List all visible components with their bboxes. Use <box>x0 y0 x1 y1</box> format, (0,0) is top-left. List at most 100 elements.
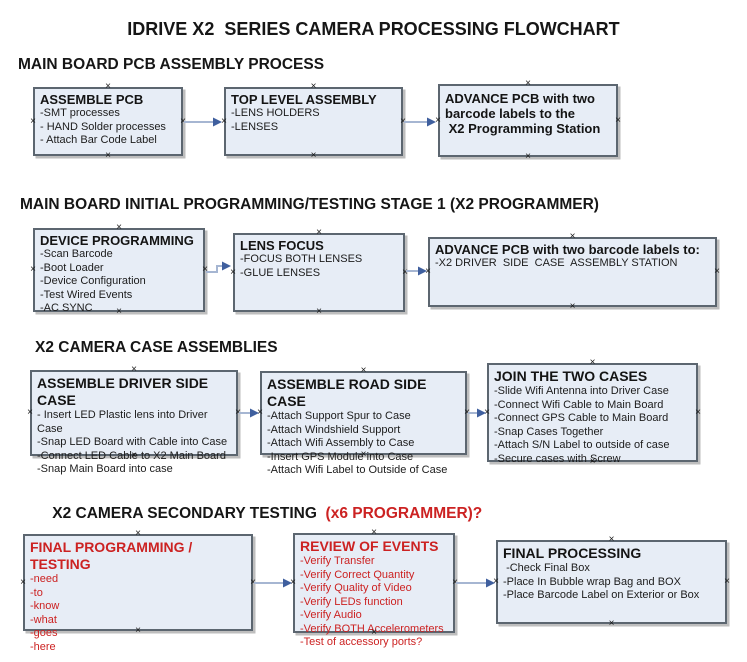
box-title: ASSEMBLE DRIVER SIDE CASE <box>37 375 213 408</box>
connection-marker-top: × <box>316 227 322 238</box>
box-item: -Verify Audio <box>300 609 362 621</box>
box-title: ASSEMBLE ROAD SIDE CASE <box>267 376 431 409</box>
connection-marker-top: × <box>360 365 367 376</box>
connection-marker-bottom: × <box>569 301 576 312</box>
box-item: -Device Configuration <box>40 275 146 287</box>
box-item: -SMT processes <box>40 107 120 119</box>
section-heading-secondary-testing: X2 CAMERA SECONDARY TESTING (x6 PROGRAMM… <box>35 487 482 541</box>
box-item: -X2 DRIVER SIDE CASE ASSEMBLY STATION <box>435 257 678 269</box>
connection-marker-right: × <box>180 115 186 127</box>
flow-box-assemble-pcb[interactable]: ASSEMBLE PCB -SMT processes- HAND Solder… <box>30 82 186 161</box>
box-items: -SMT processes- HAND Solder processes- A… <box>40 107 176 148</box>
section-heading-initial-programming: MAIN BOARD INITIAL PROGRAMMING/TESTING S… <box>20 196 599 213</box>
box-item: -Attach S/N Label to outside of case <box>494 439 670 451</box>
box-title: LENS FOCUS <box>240 238 324 253</box>
box-item: -Connect Wifi Cable to Main Board <box>494 398 664 411</box>
flow-box-lens-focus[interactable]: LENS FOCUS -FOCUS BOTH LENSES-GLUE LENSE… <box>230 228 408 317</box>
box-items: -X2 DRIVER SIDE CASE ASSEMBLY STATION <box>435 257 710 271</box>
box-item: -Check Final Box <box>503 562 590 574</box>
box-item: -Secure cases with Screw <box>494 452 621 465</box>
connection-marker-left: × <box>230 266 236 278</box>
box-item: -LENSES <box>231 120 279 133</box>
flow-arrow[interactable] <box>239 408 259 418</box>
box-item: -Attach Support Spur to Case <box>267 410 411 422</box>
box-item: -Test of accessory ports? <box>300 636 423 648</box>
connection-marker-top: × <box>310 81 317 92</box>
connection-marker-bottom: × <box>310 150 317 161</box>
page-title: IDRIVE X2 SERIES CAMERA PROCESSING FLOWC… <box>127 19 620 39</box>
connection-marker-top: × <box>116 222 122 233</box>
box-item: -Connect LED Cable to X2 Main Board <box>37 449 226 462</box>
connection-marker-top: × <box>105 81 111 92</box>
box-item: - Insert LED Plastic lens into Driver Ca… <box>37 409 211 435</box>
box-item: - Attach Bar Code Label <box>40 134 157 146</box>
box-title: ASSEMBLE PCB <box>40 92 144 107</box>
box-items: -LENS HOLDERS-LENSES <box>231 107 396 134</box>
section-heading-black-part: X2 CAMERA SECONDARY TESTING <box>52 505 322 522</box>
flow-arrow[interactable] <box>254 578 292 588</box>
flow-box-top-level-assembly[interactable]: TOP LEVEL ASSEMBLY -LENS HOLDERS-LENSES … <box>221 82 406 161</box>
box-item: -Place In Bubble wrap Bag and BOX <box>503 575 681 588</box>
box-item: -Test Wired Events <box>40 288 133 301</box>
flow-box-join-the-two-cases[interactable]: JOIN THE TWO CASES -Slide Wifi Antenna i… <box>484 358 701 467</box>
box-item: -Verify BOTH Accelerometers <box>300 622 444 635</box>
box-item: -what <box>30 613 57 626</box>
box-item: -goes <box>30 627 58 639</box>
flow-box-final-processing[interactable]: FINAL PROCESSING -Check Final Box-Place … <box>493 535 730 629</box>
connection-marker-top: × <box>569 231 576 242</box>
box-item: -Verify LEDs function <box>300 595 403 608</box>
connection-marker-left: × <box>435 114 441 126</box>
section-heading-red-part: (x6 PROGRAMMER)? <box>321 505 483 522</box>
box-item: - HAND Solder processes <box>40 120 166 133</box>
connection-marker-bottom: × <box>608 618 615 629</box>
flow-arrow[interactable] <box>206 261 231 273</box>
box-item: -Attach Wifi Label to Outside of Case <box>267 464 448 476</box>
connection-marker-left: × <box>493 576 499 587</box>
flow-box-assemble-driver-side-case[interactable]: ASSEMBLE DRIVER SIDE CASE - Insert LED P… <box>27 365 241 476</box>
box-items: -need-to-know-what-goes-here <box>30 573 246 654</box>
flow-arrow[interactable] <box>456 578 495 588</box>
box-title: TOP LEVEL ASSEMBLY <box>231 92 377 107</box>
connection-marker-bottom: × <box>525 151 531 162</box>
connection-marker-left: × <box>484 406 490 418</box>
box-item: -Verify Correct Quantity <box>300 568 415 581</box>
connection-marker-right: × <box>452 577 458 588</box>
box-items: -Slide Wifi Antenna into Driver Case-Con… <box>494 385 691 466</box>
connection-marker-top: × <box>131 364 137 375</box>
box-title: FINAL PROGRAMMING / TESTING <box>30 539 197 572</box>
connection-marker-left: × <box>290 577 296 588</box>
flow-box-review-of-events[interactable]: REVIEW OF EVENTS -Verify Transfer-Verify… <box>290 528 458 649</box>
box-items: -Scan Barcode-Boot Loader-Device Configu… <box>40 248 198 316</box>
box-item: -Insert GPS Module into Case <box>267 450 414 463</box>
flow-box-advance-pcb-driver-side-station[interactable]: ADVANCE PCB with two barcode labels to: … <box>425 232 720 312</box>
connection-marker-top: × <box>608 534 615 545</box>
box-item: -know <box>30 600 60 612</box>
box-item: -Snap Main Board into case <box>37 463 173 475</box>
box-title: REVIEW OF EVENTS <box>300 538 439 554</box>
flow-box-advance-pcb-programming-station[interactable]: ADVANCE PCB with two barcode labels to t… <box>435 79 621 162</box>
flow-arrow[interactable] <box>468 408 486 418</box>
flow-arrow[interactable] <box>406 266 427 276</box>
flow-box-assemble-road-side-case[interactable]: ASSEMBLE ROAD SIDE CASE -Attach Support … <box>257 366 470 477</box>
flow-arrow[interactable] <box>184 117 222 127</box>
connection-marker-bottom: × <box>105 150 111 161</box>
box-item: -Verify Quality of Video <box>300 582 412 594</box>
flow-arrow[interactable] <box>404 117 436 127</box>
connection-marker-left: × <box>221 115 227 127</box>
box-item: -Boot Loader <box>40 261 104 274</box>
box-items: -Verify Transfer-Verify Correct Quantity… <box>300 555 448 650</box>
box-title: JOIN THE TWO CASES <box>494 368 648 384</box>
connection-marker-left: × <box>30 264 36 275</box>
flow-box-device-programming[interactable]: DEVICE PROGRAMMING -Scan Barcode-Boot Lo… <box>30 223 208 317</box>
section-heading-case-assemblies: X2 CAMERA CASE ASSEMBLIES <box>35 339 278 356</box>
flow-box-final-programming-testing[interactable]: FINAL PROGRAMMING / TESTING -need-to-kno… <box>20 529 256 653</box>
connection-marker-right: × <box>235 407 241 418</box>
connection-marker-right: × <box>724 576 730 587</box>
connection-marker-top: × <box>525 78 531 89</box>
connection-marker-right: × <box>615 114 621 126</box>
connection-marker-top: × <box>589 357 596 368</box>
box-item: -Attach Wifi Assembly to Case <box>267 437 415 449</box>
box-item: -Attach Windshield Support <box>267 423 401 436</box>
connection-marker-right: × <box>464 407 470 418</box>
